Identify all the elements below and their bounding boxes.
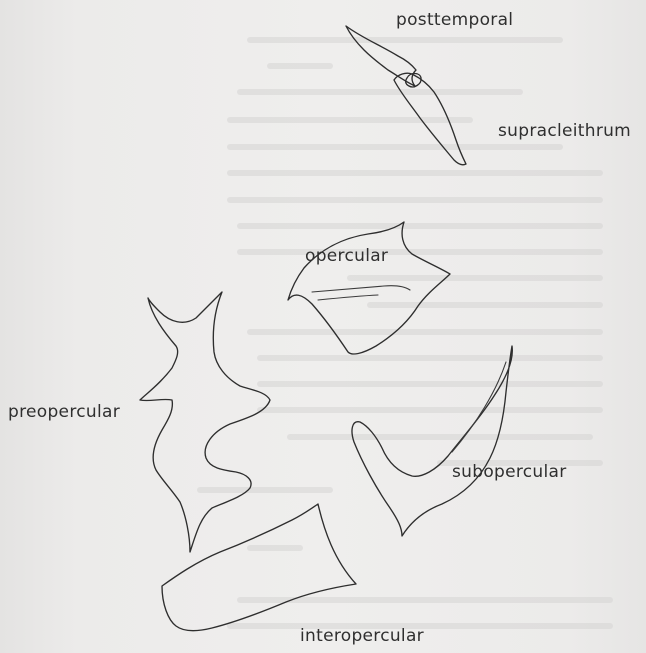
interopercular-bone xyxy=(162,504,356,631)
posttemporal-bone xyxy=(346,26,416,86)
label-preopercular: preopercular xyxy=(8,404,120,421)
label-posttemporal: posttemporal xyxy=(396,12,513,29)
label-subopercular: subopercular xyxy=(452,464,567,481)
label-interopercular: interopercular xyxy=(300,628,424,645)
opercular-bone xyxy=(288,222,450,354)
label-supracleithrum: supracleithrum xyxy=(498,123,631,140)
subopercular-bone xyxy=(352,346,512,536)
opercular-ridge-upper xyxy=(312,286,410,292)
label-opercular: opercular xyxy=(305,248,388,265)
opercular-ridge-lower xyxy=(318,295,378,300)
preopercular-bone xyxy=(140,292,270,552)
supracleithrum-bone xyxy=(394,73,466,165)
